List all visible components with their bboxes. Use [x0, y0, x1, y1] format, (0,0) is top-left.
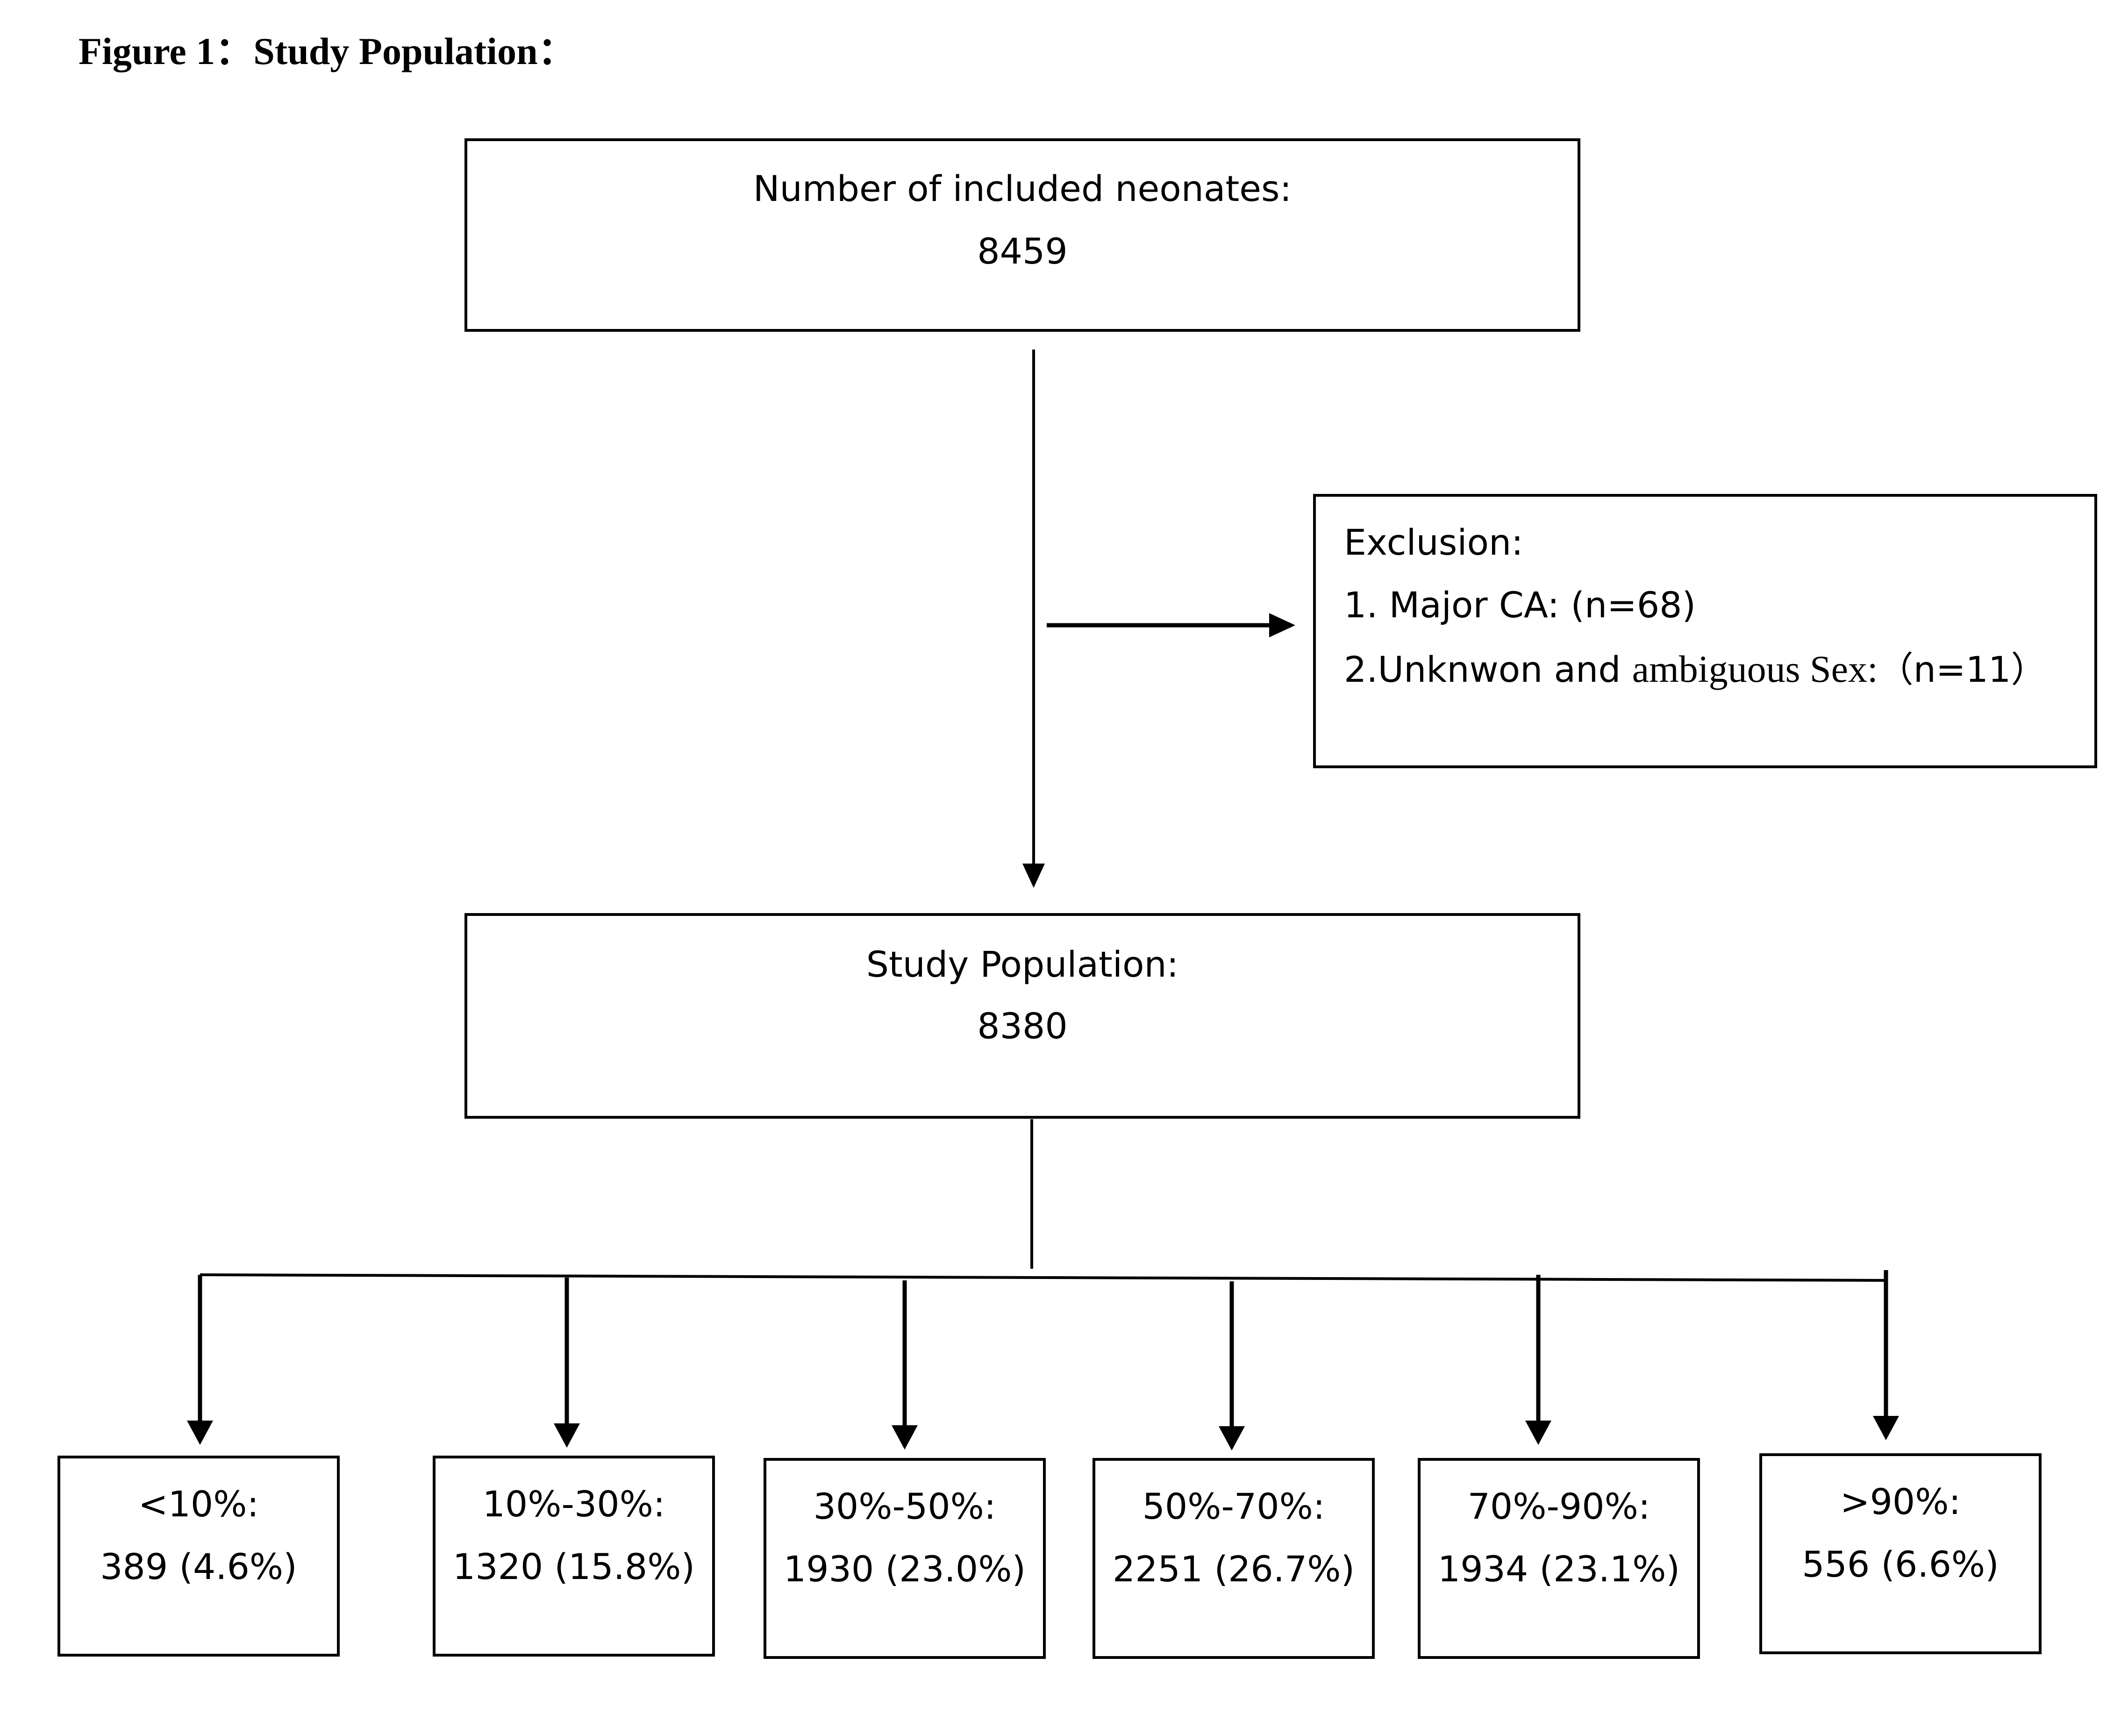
- branch-arrowhead-2: [554, 1423, 580, 1448]
- exclusion-item-sex-part-3: （n=11）: [1878, 649, 2047, 690]
- exclusion-box: Exclusion: 1. Major CA: (n=68) 2.Unknwon…: [1313, 494, 2097, 768]
- group-label: 30%-50%:: [813, 1486, 996, 1527]
- group-label: >90%:: [1840, 1481, 1961, 1522]
- included-neonates-count: 8459: [977, 230, 1068, 272]
- exclusion-item-major-ca: 1. Major CA: (n=68): [1344, 584, 1696, 626]
- branch-arrows: [187, 1270, 1899, 1450]
- branch-arrowhead-3: [892, 1425, 918, 1450]
- study-population-box: Study Population: 8380: [464, 913, 1580, 1119]
- branch-arrowhead-4: [1219, 1426, 1245, 1450]
- exclusion-item-sex-part-2: ambiguous Sex:: [1632, 648, 1878, 690]
- group-value: 1934 (23.1%): [1437, 1548, 1680, 1590]
- included-neonates-box: Number of included neonates: 8459: [464, 138, 1580, 332]
- group-box-under-10: <10%: 389 (4.6%): [57, 1456, 340, 1657]
- group-box-30-50: 30%-50%: 1930 (23.0%): [764, 1458, 1046, 1659]
- included-neonates-label: Number of included neonates:: [753, 168, 1292, 209]
- group-label: 50%-70%:: [1142, 1486, 1325, 1527]
- group-value: 556 (6.6%): [1802, 1543, 1999, 1585]
- group-box-over-90: >90%: 556 (6.6%): [1759, 1453, 2042, 1654]
- group-label: 70%-90%:: [1467, 1486, 1650, 1527]
- main-arrowhead: [1022, 864, 1045, 888]
- branch-bus: [200, 1273, 1886, 1282]
- exclusion-arrowhead: [1269, 613, 1295, 637]
- group-box-50-70: 50%-70%: 2251 (26.7%): [1093, 1458, 1375, 1659]
- exclusion-item-sex-part-1: 2.Unknwon and: [1344, 649, 1632, 690]
- exclusion-heading: Exclusion:: [1344, 522, 1523, 563]
- group-value: 1930 (23.0%): [783, 1548, 1026, 1590]
- group-value: 1320 (15.8%): [452, 1546, 695, 1587]
- group-box-10-30: 10%-30%: 1320 (15.8%): [433, 1456, 715, 1657]
- branch-arrowhead-1: [187, 1421, 213, 1445]
- group-label: <10%:: [138, 1483, 259, 1525]
- study-population-count: 8380: [977, 1005, 1068, 1047]
- group-label: 10%-30%:: [482, 1483, 665, 1525]
- group-value: 389 (4.6%): [100, 1546, 297, 1587]
- study-population-label: Study Population:: [866, 943, 1179, 985]
- branch-arrowhead-5: [1525, 1421, 1551, 1445]
- group-value: 2251 (26.7%): [1112, 1548, 1355, 1590]
- branch-arrowhead-6: [1873, 1416, 1899, 1440]
- group-box-70-90: 70%-90%: 1934 (23.1%): [1418, 1458, 1700, 1659]
- exclusion-item-sex: 2.Unknwon and ambiguous Sex:（n=11）: [1344, 650, 2046, 688]
- figure-title: Figure 1：Study Population：: [79, 30, 576, 72]
